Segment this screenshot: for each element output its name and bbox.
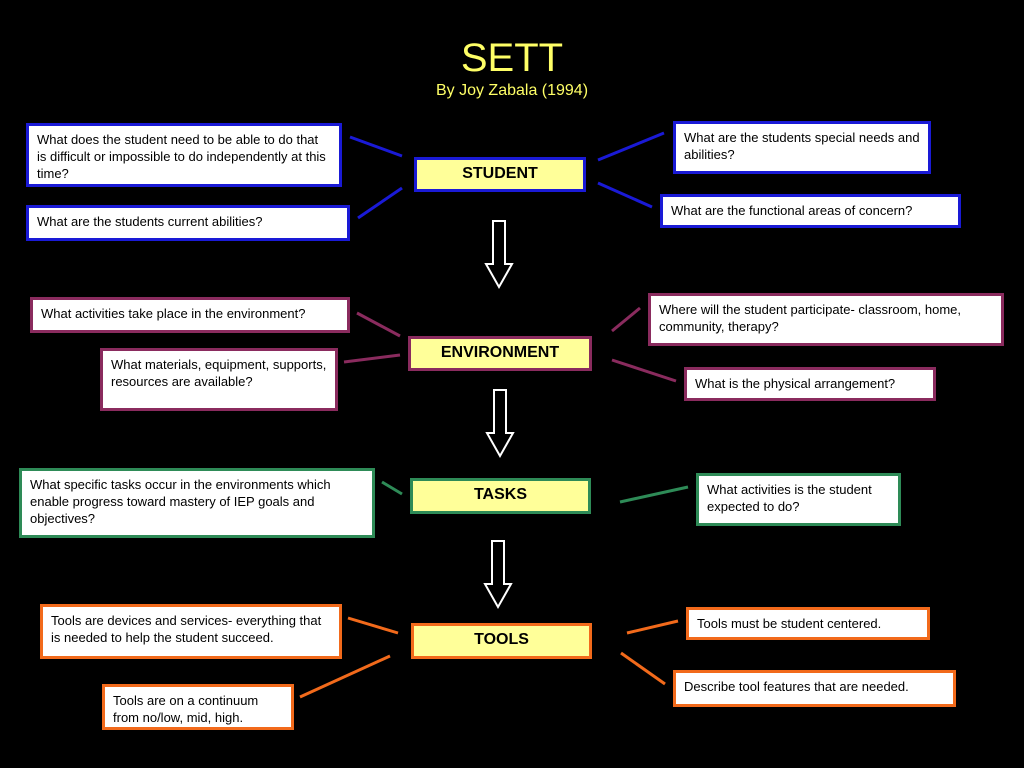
connector-tools-q2 [299,654,391,699]
tools-note-4: Describe tool features that are needed. [673,670,956,707]
connector-tasks-q2 [619,485,689,504]
connector-student-q4 [597,181,653,209]
environment-question-1: What activities take place in the enviro… [30,297,350,333]
connector-env-q3 [611,306,641,333]
hub-tools: TOOLS [411,623,592,659]
connector-tasks-q1 [381,480,403,496]
connector-tools-q1 [347,616,399,635]
student-question-4: What are the functional areas of concern… [660,194,961,228]
down-arrow-icon [485,389,515,459]
connector-tools-q4 [620,651,666,686]
connector-env-q2 [343,353,401,364]
page-title: SETT [460,36,564,80]
page-subtitle: By Joy Zabala (1994) [435,82,589,99]
connector-student-q3 [597,131,665,162]
down-arrow-icon [483,540,513,610]
connector-student-q1 [349,135,403,158]
tasks-question-1: What specific tasks occur in the environ… [19,468,375,538]
student-question-2: What are the students current abilities? [26,205,350,241]
student-question-1: What does the student need to be able to… [26,123,342,187]
tools-note-3: Tools must be student centered. [686,607,930,640]
tasks-question-2: What activities is the student expected … [696,473,901,526]
environment-question-4: What is the physical arrangement? [684,367,936,401]
tools-note-2: Tools are on a continuum from no/low, mi… [102,684,294,730]
environment-question-2: What materials, equipment, supports, res… [100,348,338,411]
student-question-3: What are the students special needs and … [673,121,931,174]
hub-student: STUDENT [414,157,586,192]
connector-tools-q3 [626,619,679,635]
tools-note-1: Tools are devices and services- everythi… [40,604,342,659]
connector-env-q1 [356,311,401,338]
environment-question-3: Where will the student participate- clas… [648,293,1004,346]
connector-student-q2 [357,186,403,220]
hub-environment: ENVIRONMENT [408,336,592,371]
hub-tasks: TASKS [410,478,591,514]
connector-env-q4 [611,358,677,383]
down-arrow-icon [484,220,514,290]
